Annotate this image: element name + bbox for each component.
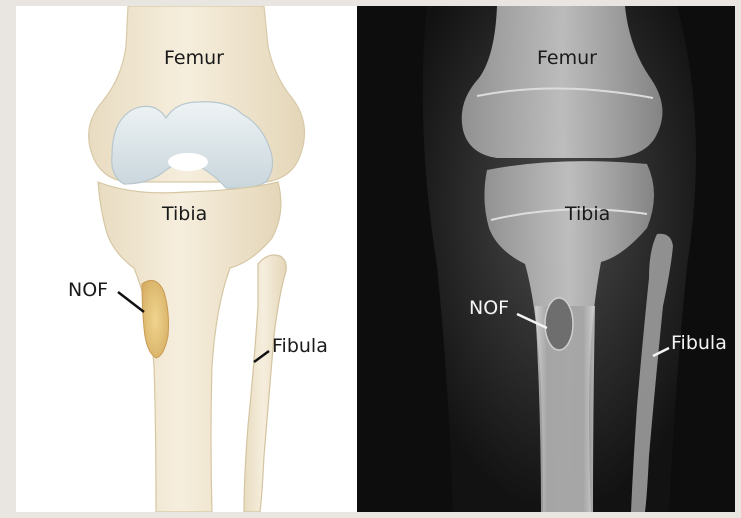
fibula-label: Fibula — [272, 335, 328, 357]
xray-femur-label: Femur — [537, 47, 597, 69]
femur-label: Femur — [164, 47, 224, 69]
tibia-label: Tibia — [161, 203, 207, 225]
xray-fibula-label: Fibula — [671, 332, 727, 354]
nof-leader-line — [118, 292, 144, 312]
xray-nof-label: NOF — [469, 297, 509, 319]
nof-label: NOF — [68, 279, 108, 301]
notch — [168, 153, 208, 171]
nof-lesion — [142, 280, 169, 358]
xray-tibia-label: Tibia — [564, 203, 610, 225]
xray-nof-lesion — [545, 298, 573, 350]
illustration-svg: Femur Tibia NOF Fibula — [16, 6, 371, 512]
xray-panel: Femur Tibia NOF Fibula — [357, 6, 735, 512]
fibula-bone — [244, 255, 286, 512]
illustration-panel: Femur Tibia NOF Fibula — [16, 6, 371, 512]
xray-svg: Femur Tibia NOF Fibula — [357, 6, 735, 512]
